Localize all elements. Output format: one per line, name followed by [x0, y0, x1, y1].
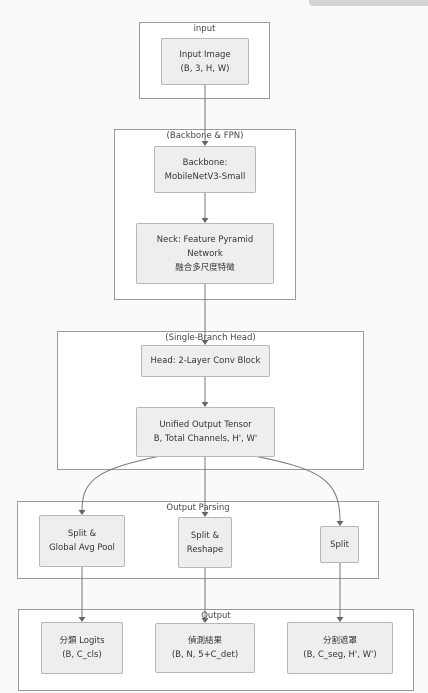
node-det-output-line-2: (B, N, 5+C_det)	[171, 650, 239, 660]
node-split-pool: Split & Global Avg Pool	[39, 515, 125, 567]
node-seg-output-line-2: (B, C_seg, H', W')	[303, 650, 377, 660]
group-title-head: (Single-Branch Head)	[165, 333, 256, 343]
node-split-pool-line-1: Split &	[67, 529, 97, 539]
group-title-backbone: (Backbone & FPN)	[166, 131, 244, 141]
node-neck: Neck: Feature Pyramid Network 融合多尺度特徵	[136, 223, 274, 284]
node-input-image-line-2: (B, 3, H, W)	[180, 63, 230, 74]
node-split: Split	[320, 526, 359, 563]
node-split-reshape-line-1: Split &	[190, 530, 220, 541]
node-cls-output-line-1: 分類 Logits	[59, 636, 105, 646]
node-head-conv-line-1: Head: 2-Layer Conv Block	[150, 356, 261, 366]
group-title-parsing: Output Parsing	[166, 503, 230, 513]
node-neck-line-1: Neck: Feature Pyramid	[156, 234, 254, 245]
node-unified-output-line-1: Unified Output Tensor	[159, 420, 252, 430]
node-det-output-line-1: 偵測結果	[187, 636, 222, 646]
node-head-conv: Head: 2-Layer Conv Block	[141, 345, 270, 377]
node-input-image-line-1: Input Image	[179, 49, 231, 60]
group-title-input: input	[193, 24, 216, 34]
group-title-output: Output	[201, 611, 231, 621]
node-neck-line-3: 融合多尺度特徵	[175, 262, 235, 273]
window-tab	[309, 0, 428, 6]
node-seg-output: 分割遮罩 (B, C_seg, H', W')	[287, 622, 393, 674]
node-split-line-1: Split	[330, 539, 349, 550]
node-cls-output: 分類 Logits (B, C_cls)	[41, 622, 123, 674]
node-input-image: Input Image (B, 3, H, W)	[161, 38, 249, 85]
node-split-reshape-line-2: Reshape	[186, 544, 224, 555]
node-det-output: 偵測結果 (B, N, 5+C_det)	[155, 623, 255, 673]
node-split-pool-line-2: Global Avg Pool	[49, 543, 115, 553]
node-backbone-line-1: Backbone:	[182, 157, 228, 168]
node-cls-output-line-2: (B, C_cls)	[62, 650, 102, 660]
node-seg-output-line-1: 分割遮罩	[322, 636, 357, 646]
node-unified-output-line-2: B, Total Channels, H', W'	[153, 434, 258, 444]
node-unified-output: Unified Output Tensor B, Total Channels,…	[136, 407, 275, 457]
node-backbone: Backbone: MobileNetV3-Small	[154, 146, 256, 193]
node-backbone-line-2: MobileNetV3-Small	[164, 171, 246, 182]
node-neck-line-2: Network	[187, 248, 223, 259]
node-split-reshape: Split & Reshape	[178, 517, 232, 568]
